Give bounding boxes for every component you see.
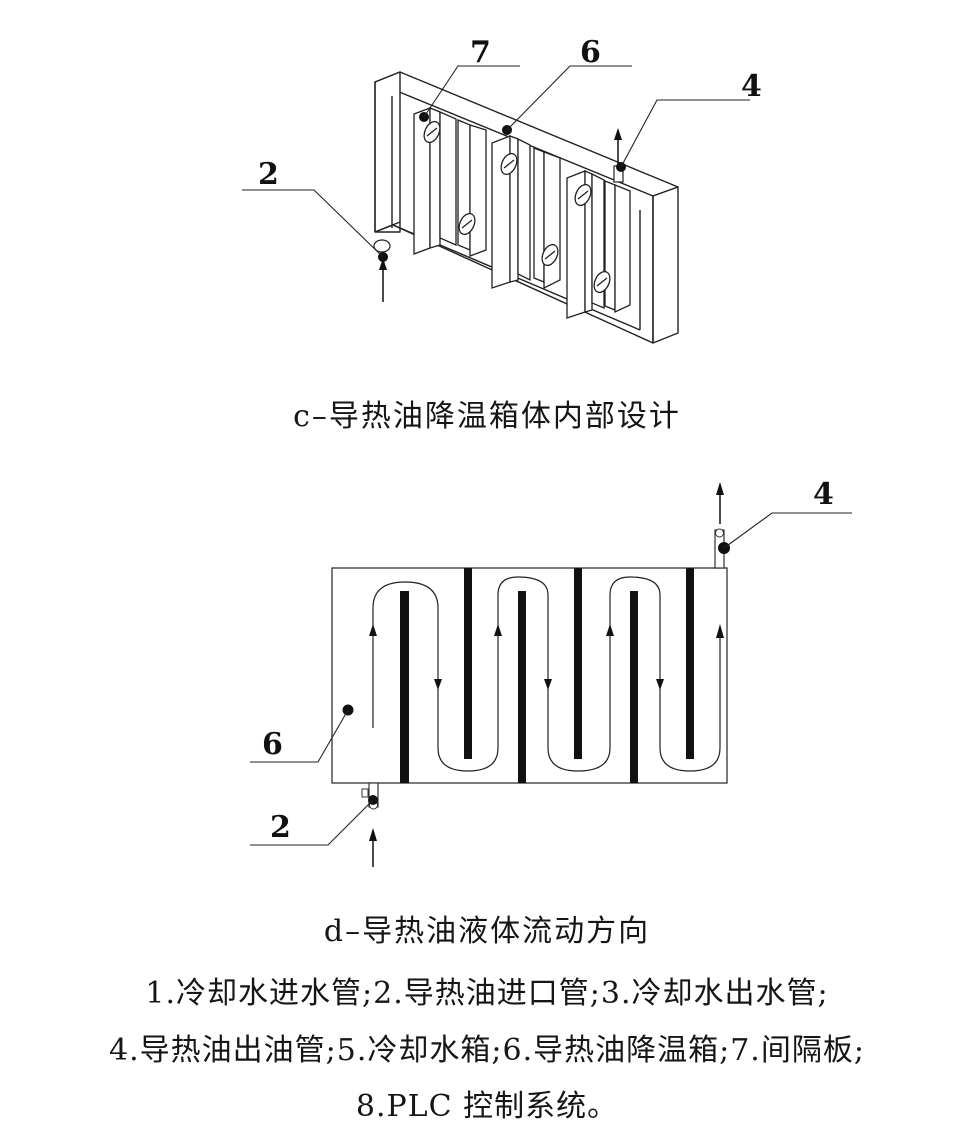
box-right-end xyxy=(652,186,679,344)
legend-line-1: 1.冷却水进水管;2.导热油进口管;3.冷却水出水管; xyxy=(145,976,829,1011)
partition-plates xyxy=(400,568,694,783)
partition-plate-bottom xyxy=(518,591,526,783)
leader-line-6 xyxy=(506,65,632,131)
leader-line-2 xyxy=(242,189,384,258)
arrow-up-icon xyxy=(716,624,724,638)
arrow-down-icon xyxy=(434,679,442,690)
leader-line-2 xyxy=(250,799,374,846)
callout-number-4: 4 xyxy=(741,69,762,104)
partition-plate-bottom xyxy=(400,591,409,783)
arrow-up-icon xyxy=(379,258,387,270)
leader-line-4 xyxy=(723,512,852,549)
figure-d-caption: d–导热油液体流动方向 xyxy=(323,914,651,949)
leader-line-7 xyxy=(423,65,520,118)
partition-plates xyxy=(413,107,631,319)
legend-line-2: 4.导热油出油管;5.冷却水箱;6.导热油降温箱;7.间隔板; xyxy=(109,1033,865,1068)
arrow-down-icon xyxy=(656,679,664,690)
oil-flow-path xyxy=(372,576,721,772)
arrow-down-icon xyxy=(544,679,552,690)
arrow-up-icon xyxy=(494,624,502,636)
leader-line-4 xyxy=(620,99,750,168)
cooling-tank-outline xyxy=(331,567,728,784)
callout-number-6: 6 xyxy=(262,727,283,762)
box-left-wall xyxy=(374,71,401,233)
legend-line-3: 8.PLC 控制系统。 xyxy=(355,1089,619,1124)
inlet-valve xyxy=(361,788,369,798)
callout-number-7: 7 xyxy=(470,35,491,70)
outlet-pipe-opening xyxy=(715,528,724,538)
figure-c-isometric-box: 7 6 4 2 xyxy=(242,35,762,344)
arrow-up-icon xyxy=(369,828,377,841)
arrow-up-icon xyxy=(716,482,724,495)
figure-d-flow-diagram: 4 6 2 xyxy=(250,477,852,867)
partition-plate xyxy=(604,180,616,311)
leader-line-6 xyxy=(250,709,349,763)
callout-number-4: 4 xyxy=(813,477,834,512)
callout-number-2: 2 xyxy=(258,157,279,192)
arrow-up-icon xyxy=(369,624,377,636)
callout-number-2: 2 xyxy=(270,810,291,845)
partition-plate-top xyxy=(464,568,472,759)
arrow-up-icon xyxy=(606,624,614,636)
partition-plate-top xyxy=(686,568,694,759)
figure-c-caption: c–导热油降温箱体内部设计 xyxy=(293,399,681,434)
callout-number-6: 6 xyxy=(580,35,601,70)
partition-plate-top xyxy=(574,568,582,759)
inlet-pipe xyxy=(373,239,391,253)
arrow-up-icon xyxy=(614,128,622,140)
partition-plate-bottom xyxy=(630,591,638,783)
